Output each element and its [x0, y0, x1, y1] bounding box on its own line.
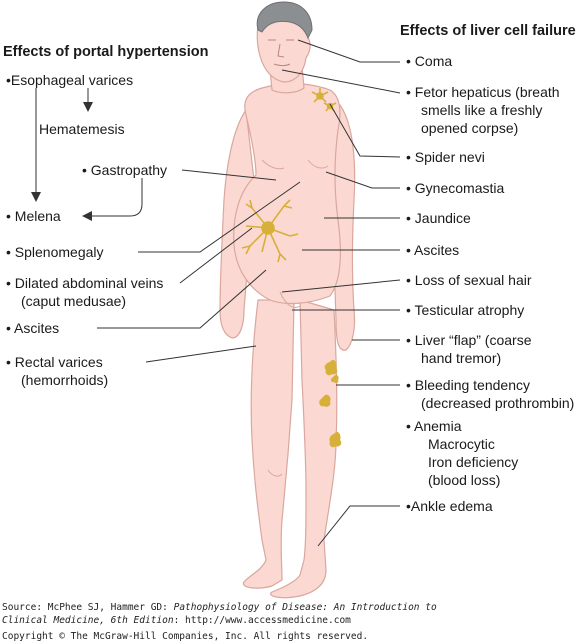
source-title-1: Pathophysiology of Disease: An Introduct…: [173, 602, 437, 613]
label-bleeding-2: (decreased prothrombin): [421, 395, 575, 411]
line-gynecomastia: [325, 171, 400, 189]
label-ascites-left: • Ascites: [6, 320, 60, 336]
source-title-2: Clinical Medicine, 6th Edition: [2, 615, 174, 626]
line-fetor: [281, 69, 401, 94]
line-rectal: [145, 345, 257, 363]
label-jaundice: • Jaundice: [406, 210, 471, 226]
line-ascites-left: [97, 269, 267, 329]
label-anemia: • Anemia: [406, 418, 462, 434]
bruise-thigh-2: [330, 374, 339, 384]
label-gynecomastia: • Gynecomastia: [406, 180, 505, 196]
label-testicular-atrophy: • Testicular atrophy: [406, 302, 525, 318]
label-anemia-macrocytic: Macrocytic: [428, 436, 495, 452]
bruise-thigh: [324, 359, 338, 376]
arrowhead-melena-down: [31, 192, 41, 202]
left-leg: [242, 299, 295, 589]
label-bleeding: • Bleeding tendency: [406, 377, 530, 393]
source-prefix: Source: McPhee SJ, Hammer GD:: [2, 602, 174, 613]
source-url: : http://www.accessmedicine.com: [173, 615, 351, 626]
hair: [256, 1, 313, 40]
label-dilated-veins-2: (caput medusae): [21, 293, 127, 309]
label-gastropathy: • Gastropathy: [82, 162, 168, 178]
torso: [233, 82, 341, 305]
label-anemia-iron: Iron deficiency: [428, 454, 519, 470]
label-ankle-edema: •Ankle edema: [406, 498, 493, 514]
arrow-gastro-to-melena: [88, 178, 143, 217]
leader-lines: [31, 39, 401, 547]
label-splenomegaly: • Splenomegaly: [6, 244, 104, 260]
bruise-knee: [319, 394, 331, 407]
line-splenomegaly: [138, 181, 301, 253]
bruise-shin: [329, 431, 342, 448]
label-sexual-hair: • Loss of sexual hair: [406, 272, 532, 288]
label-ascites-right: • Ascites: [406, 242, 460, 258]
line-ankle: [317, 505, 400, 547]
label-liver-flap-2: hand tremor): [421, 350, 502, 366]
source-citation-line-2: Clinical Medicine, 6th Edition: http://w…: [2, 615, 351, 626]
skin-lesions: [241, 88, 342, 448]
copyright: Copyright © The McGraw-Hill Companies, I…: [2, 631, 369, 642]
line-coma: [297, 39, 400, 63]
source-citation: Source: McPhee SJ, Hammer GD: Pathophysi…: [2, 602, 437, 613]
label-spider-nevi: • Spider nevi: [406, 149, 485, 165]
label-fetor-2: smells like a freshly: [421, 102, 543, 118]
liver-failure-header: Effects of liver cell failure: [400, 23, 576, 39]
label-rectal-varices: • Rectal varices: [6, 354, 103, 370]
label-fetor-3: opened corpse): [421, 120, 519, 136]
label-melena: • Melena: [6, 208, 61, 224]
line-gastropathy: [181, 169, 277, 181]
face-details: [268, 39, 294, 66]
label-dilated-veins: • Dilated abdominal veins: [6, 275, 164, 291]
label-hematemesis: Hematemesis: [39, 121, 125, 137]
spider-nevus-chest: [323, 102, 337, 112]
label-anemia-blood-loss: (blood loss): [428, 472, 501, 488]
label-rectal-varices-2: (hemorrhoids): [21, 372, 109, 388]
line-spider: [329, 103, 401, 158]
label-liver-flap: • Liver “flap” (coarse: [406, 332, 532, 348]
arrowhead-hematemesis: [83, 102, 93, 112]
human-figure: [219, 5, 356, 599]
label-fetor: • Fetor hepaticus (breath: [406, 84, 560, 100]
label-esophageal-varices: •Esophageal varices: [6, 72, 134, 88]
line-sexual-hair: [281, 279, 401, 293]
line-dilated-veins: [179, 227, 253, 284]
arrowhead-melena-left: [82, 211, 92, 221]
spider-nevus-neck: [311, 88, 329, 103]
caput-medusae-veins: [241, 199, 299, 263]
body-contours: [261, 159, 329, 477]
portal-hypertension-header: Effects of portal hypertension: [3, 44, 209, 60]
label-coma: • Coma: [406, 53, 453, 69]
